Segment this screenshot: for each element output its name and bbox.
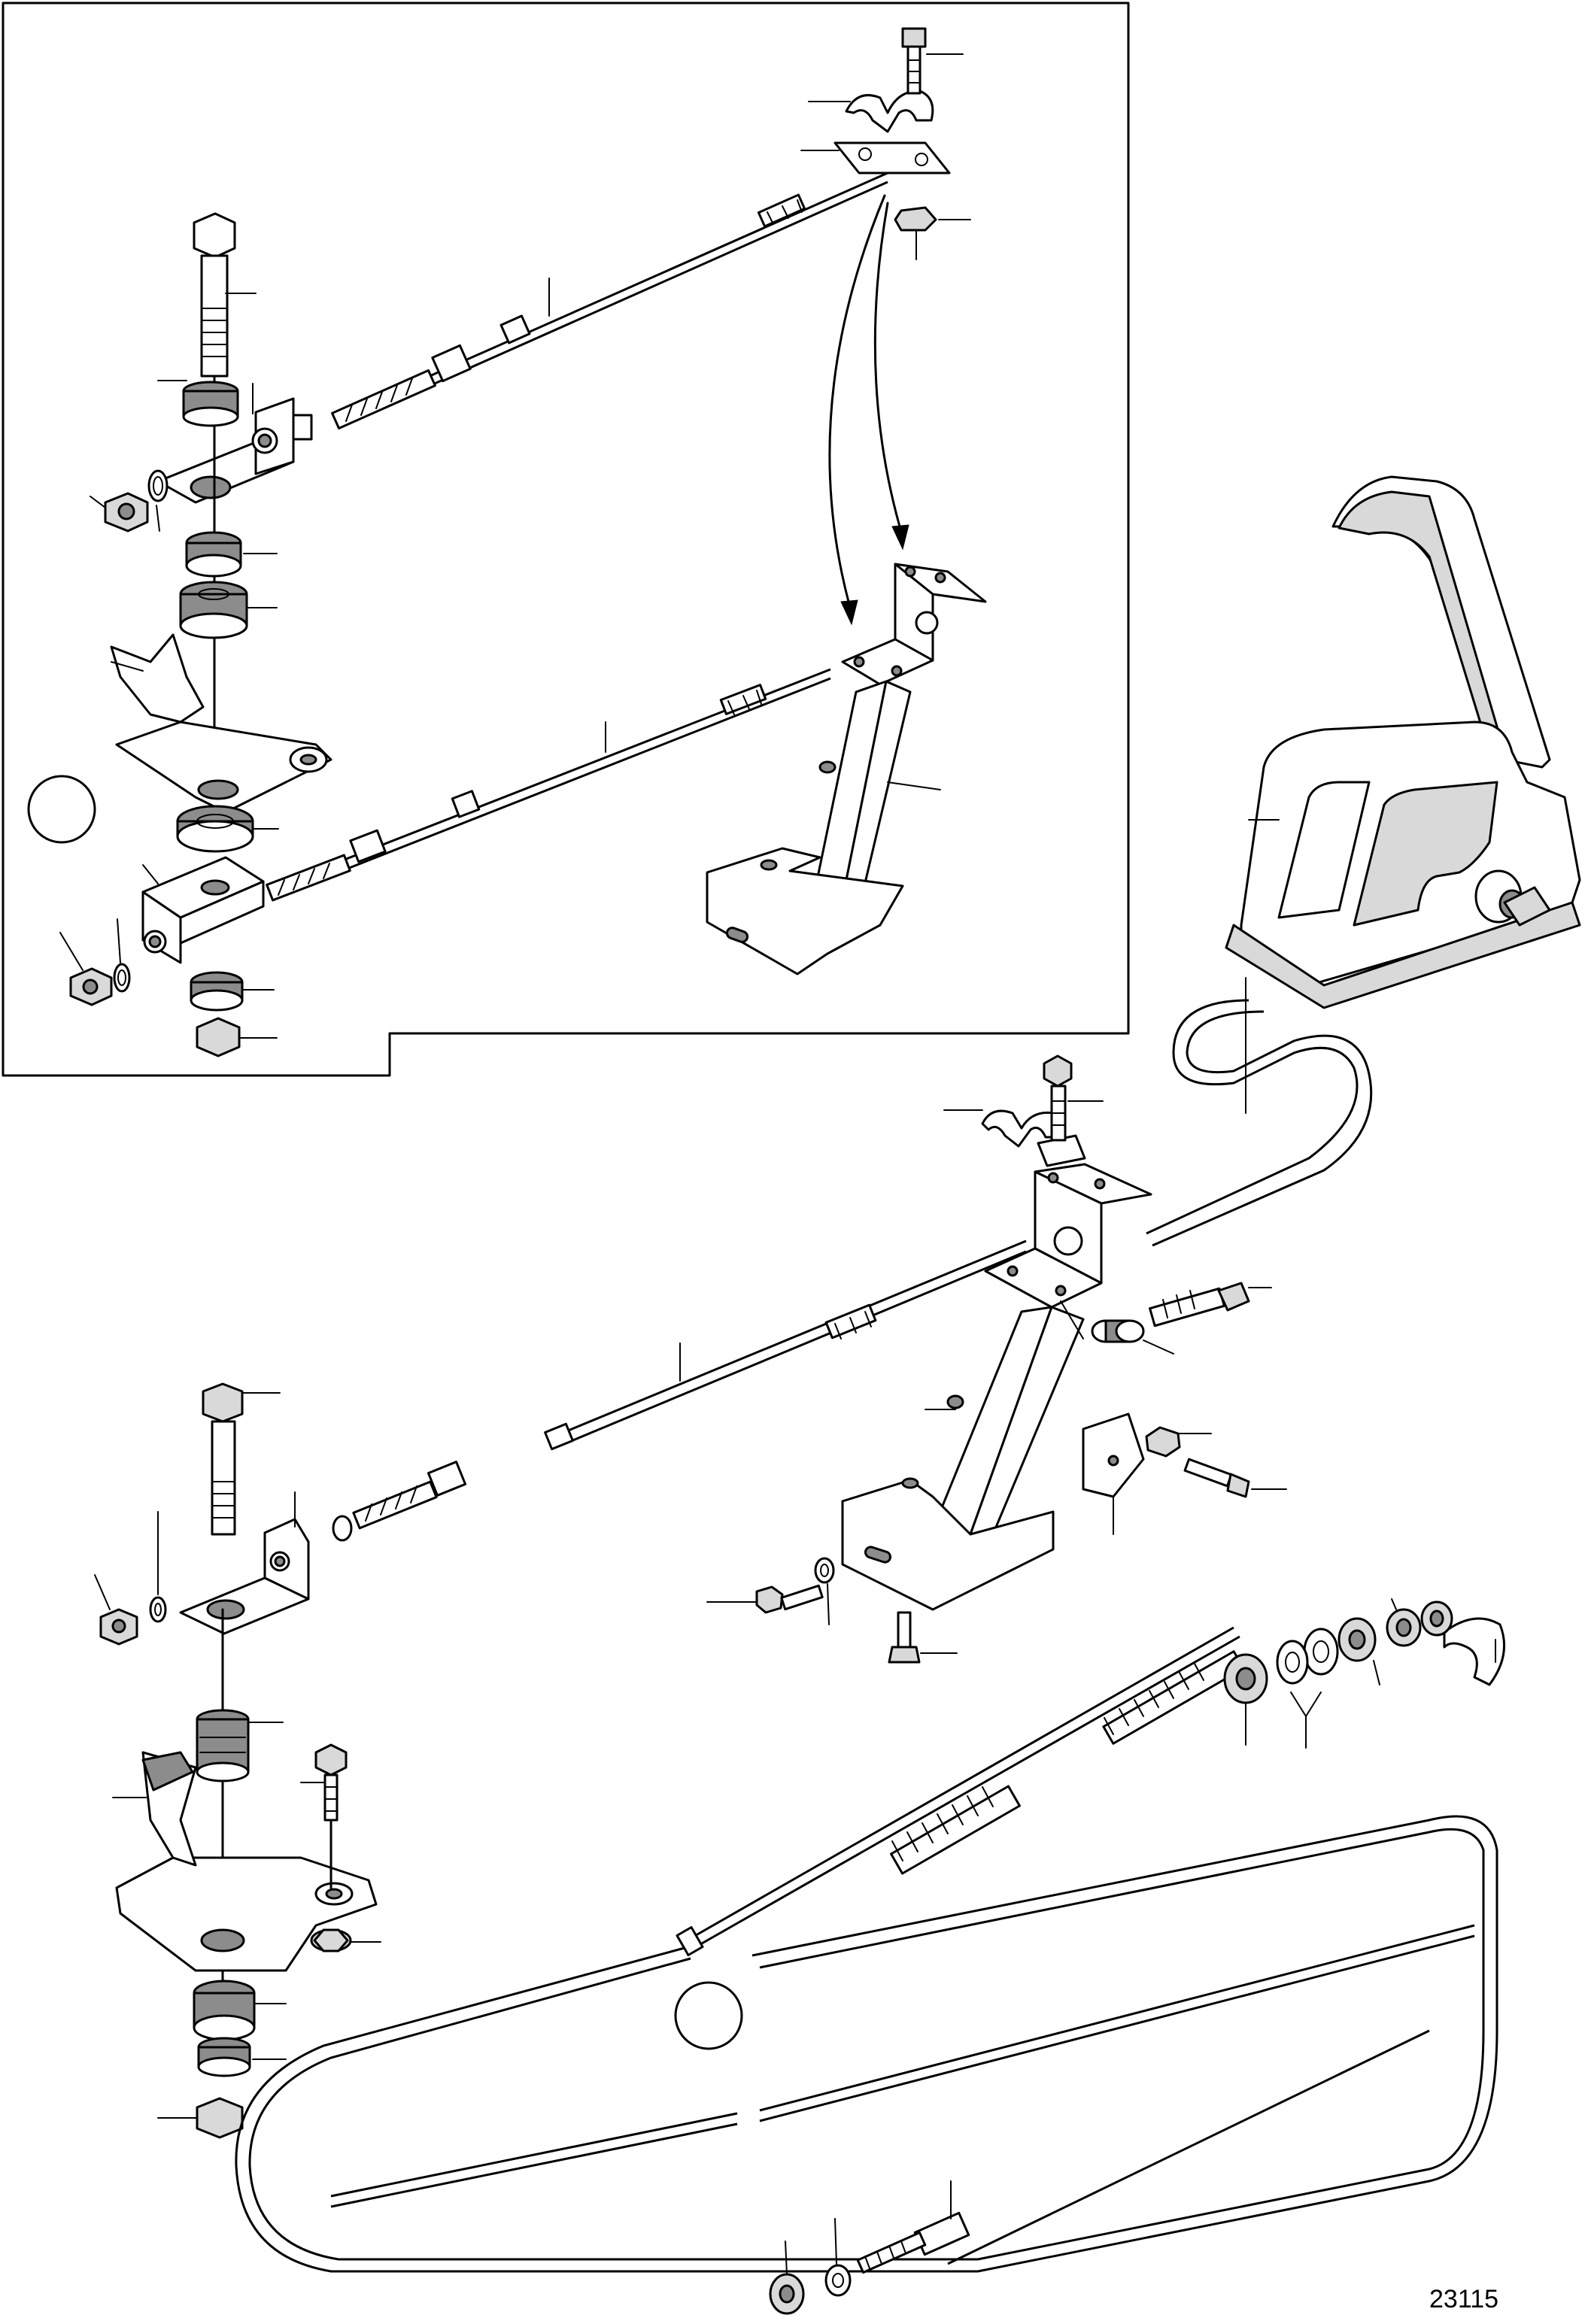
main-cable-coil xyxy=(235,1815,1498,2273)
main-top-bolt-icon xyxy=(1043,1054,1104,1142)
inset-rubber-isolator-upper-icon xyxy=(185,531,278,578)
main-base-washer-icon xyxy=(814,1557,835,1625)
main-upper-nut-icon xyxy=(94,1574,138,1646)
inset-lower-bushing-icon xyxy=(176,805,279,853)
drawing-number: 23115 xyxy=(1429,2285,1498,2313)
main-side-screw-icon xyxy=(1183,1458,1287,1498)
inset-lower-mount-bracket xyxy=(141,856,265,964)
main-flange-nut-icon xyxy=(310,1928,381,1952)
main-end-nut-icon xyxy=(769,2241,805,2315)
main-lower-rubber-mount-icon xyxy=(193,1980,287,2041)
main-rubber-mount-icon xyxy=(196,1709,284,1782)
main-upper-mount-bracket xyxy=(179,1491,310,1635)
inset-upper-long-bolt-icon xyxy=(193,212,257,378)
main-callout-circle xyxy=(674,1981,743,2050)
inset-upper-control-cable xyxy=(331,171,888,430)
control-lever-unit xyxy=(1225,475,1581,1009)
inset-cable-clamp-icon xyxy=(833,90,951,174)
inset-upper-bushing-icon xyxy=(157,380,239,427)
main-side-nut-icon xyxy=(1145,1426,1212,1458)
main-base-screw-icon xyxy=(706,1584,824,1614)
main-stack-nut-2-icon xyxy=(1338,1617,1380,1685)
inset-lower-control-cable xyxy=(266,668,831,902)
inset-bottom-nut-icon xyxy=(196,1017,278,1057)
inset-callout-circle xyxy=(27,775,96,844)
inset-top-bolt-icon xyxy=(901,27,927,95)
main-lower-bushing-icon xyxy=(197,2037,287,2077)
main-upper-washer-icon xyxy=(149,1511,167,1623)
main-end-washer-icon xyxy=(824,2218,852,2297)
main-bottom-nut-icon xyxy=(157,2097,244,2139)
main-mounting-stand xyxy=(841,1163,1152,1611)
main-side-bolt-icon xyxy=(1149,1282,1272,1327)
main-end-fitting-icon xyxy=(1420,1600,1505,1686)
main-view xyxy=(94,977,1505,2315)
main-cable-loop xyxy=(1146,977,1373,1247)
main-bottom-bolt-icon xyxy=(888,1611,958,1664)
main-cable-end-fitting xyxy=(856,2180,970,2274)
inset-upper-washer-icon xyxy=(147,469,169,532)
inset-lower-isolator-icon xyxy=(190,971,275,1012)
inset-mounting-stand xyxy=(706,563,987,975)
inset-view xyxy=(27,27,987,1057)
main-stack-nut-3-icon xyxy=(1223,1653,1268,1746)
main-stack-nut-1-icon xyxy=(1386,1598,1422,1647)
inset-base-plate xyxy=(110,633,332,814)
main-long-bolt-icon xyxy=(202,1382,281,1536)
inset-upper-nut-icon xyxy=(90,492,149,532)
main-spacer-icon xyxy=(1091,1319,1174,1355)
main-stack-washer-2-icon xyxy=(1276,1640,1322,1749)
main-upper-control-cable xyxy=(332,1239,1027,1542)
inset-upper-mount-bracket xyxy=(156,383,313,504)
inset-lower-washer-icon xyxy=(113,918,131,993)
inset-assembly-arrows xyxy=(828,194,909,626)
main-long-control-cable xyxy=(676,1626,1245,1956)
main-flange-bolt-icon xyxy=(300,1743,348,1889)
inset-lower-nut-icon xyxy=(59,932,113,1006)
main-base-plate xyxy=(112,1751,378,1972)
main-stack-washer-1-icon xyxy=(1303,1628,1339,1676)
inset-top-nut-icon xyxy=(894,206,937,232)
inset-view-frame xyxy=(2,2,1130,1077)
inset-rubber-isolator-lower-icon xyxy=(179,581,278,639)
